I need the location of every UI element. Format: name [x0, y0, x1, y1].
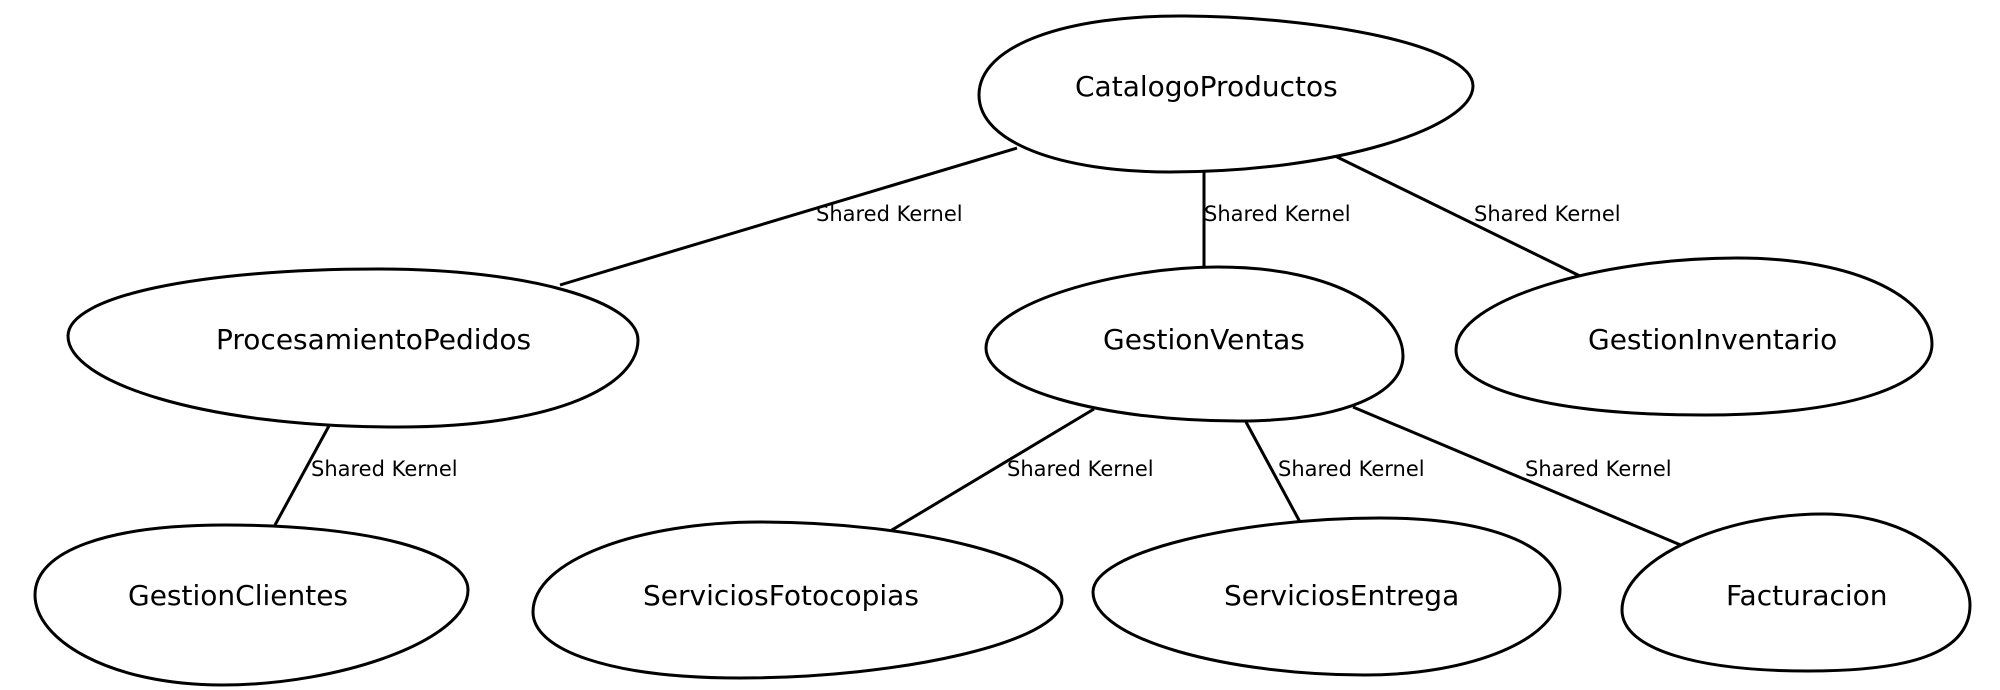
node-shape-ventas: [984, 265, 1405, 423]
edge-line-ventas-fotocopias: [886, 407, 1095, 535]
edge-label-catalogo-inventario: Shared Kernel: [1474, 202, 1621, 226]
node-fotocopias[interactable]: ServiciosFotocopias: [531, 520, 1064, 680]
node-shape-fotocopias: [531, 520, 1064, 680]
edge-catalogo-inventario: Shared Kernel: [1332, 153, 1621, 279]
node-clientes[interactable]: GestionClientes: [33, 523, 470, 687]
nodes: CatalogoProductos ProcesamientoPedidos G…: [33, 14, 1972, 687]
node-label-pedidos: ProcesamientoPedidos: [216, 323, 531, 356]
node-entrega[interactable]: ServiciosEntrega: [1091, 516, 1562, 677]
node-inventario[interactable]: GestionInventario: [1454, 256, 1934, 417]
edge-pedidos-clientes: Shared Kernel: [273, 423, 458, 526]
node-label-catalogo: CatalogoProductos: [1075, 70, 1338, 103]
node-pedidos[interactable]: ProcesamientoPedidos: [66, 267, 640, 429]
node-label-ventas: GestionVentas: [1103, 323, 1305, 356]
node-label-facturacion: Facturacion: [1726, 579, 1888, 612]
edge-catalogo-ventas: Shared Kernel: [1202, 171, 1351, 267]
edge-catalogo-pedidos: Shared Kernel: [559, 146, 1018, 287]
node-shape-inventario: [1454, 256, 1934, 417]
node-facturacion[interactable]: Facturacion: [1620, 512, 1972, 673]
edge-label-catalogo-pedidos: Shared Kernel: [816, 202, 963, 226]
node-shape-entrega: [1091, 516, 1562, 677]
edge-line-catalogo-pedidos: [559, 146, 1018, 287]
node-catalogo[interactable]: CatalogoProductos: [977, 14, 1475, 174]
node-label-entrega: ServiciosEntrega: [1224, 579, 1459, 612]
edge-ventas-fotocopias: Shared Kernel: [886, 407, 1154, 535]
edge-label-ventas-facturacion: Shared Kernel: [1525, 457, 1672, 481]
edges: Shared Kernel Shared Kernel Shared Kerne…: [273, 146, 1684, 548]
node-label-clientes: GestionClientes: [128, 579, 348, 612]
edge-label-catalogo-ventas: Shared Kernel: [1204, 202, 1351, 226]
node-label-fotocopias: ServiciosFotocopias: [643, 579, 919, 612]
edge-label-pedidos-clientes: Shared Kernel: [311, 457, 458, 481]
node-shape-clientes: [33, 523, 470, 687]
node-ventas[interactable]: GestionVentas: [984, 265, 1405, 423]
edge-line-pedidos-clientes: [273, 423, 332, 526]
node-shape-pedidos: [66, 267, 640, 429]
edge-label-ventas-fotocopias: Shared Kernel: [1007, 457, 1154, 481]
edge-line-ventas-entrega: [1244, 421, 1302, 523]
node-shape-catalogo: [977, 14, 1475, 174]
edge-label-ventas-entrega: Shared Kernel: [1278, 457, 1425, 481]
edge-ventas-facturacion: Shared Kernel: [1352, 405, 1684, 548]
edge-line-catalogo-inventario: [1332, 153, 1583, 279]
edge-ventas-entrega: Shared Kernel: [1244, 421, 1425, 523]
edge-line-ventas-facturacion: [1352, 405, 1684, 548]
node-shape-facturacion: [1620, 512, 1972, 673]
node-label-inventario: GestionInventario: [1588, 323, 1837, 356]
